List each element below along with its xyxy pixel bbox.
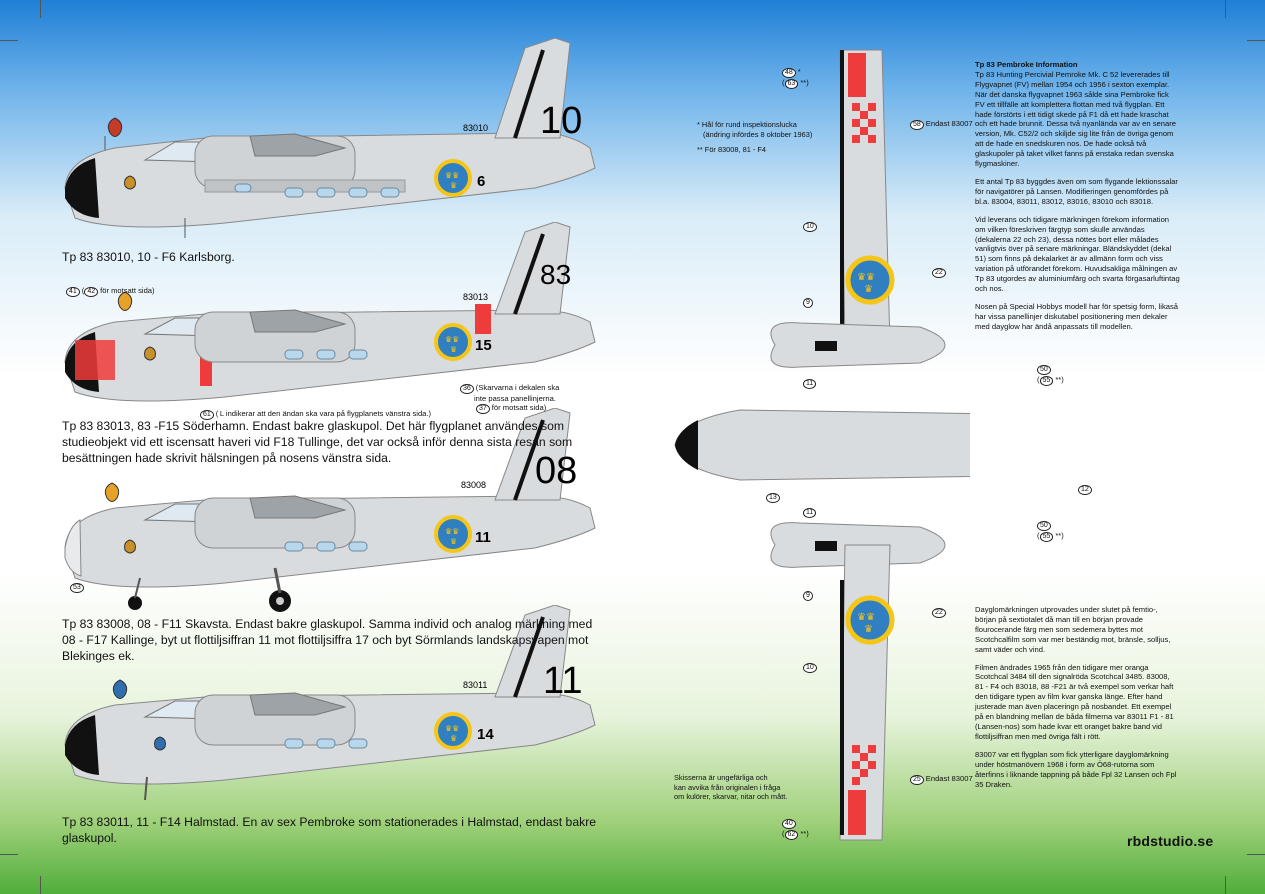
callout-36: 36(Skarvarna i dekalen ska inte passa pa… — [460, 383, 559, 404]
tv-label-12: 12 — [1078, 484, 1094, 495]
tv-label-22a: 22 — [932, 267, 948, 278]
svg-text:♛♛: ♛♛ — [445, 171, 459, 180]
tv-label-50-55: 50 (55**) — [1037, 365, 1064, 386]
caption-83010: Tp 83 83010, 10 - F6 Karlsborg. — [62, 250, 235, 264]
caption-83011: Tp 83 83011, 11 - F14 Halmstad. En av se… — [62, 815, 597, 845]
tail-number: 10 — [540, 100, 582, 142]
svg-text:♛: ♛ — [450, 537, 457, 546]
svg-text:♛♛: ♛♛ — [445, 335, 459, 344]
crop-mark — [40, 876, 41, 894]
svg-text:♛♛: ♛♛ — [445, 724, 459, 733]
svg-text:♛: ♛ — [450, 345, 457, 354]
tail-number: 83 — [540, 259, 571, 290]
info-paragraph: 83007 var ett flygplan som fick ytterlig… — [975, 749, 1177, 789]
tv-label-13: 13 — [766, 492, 782, 503]
top-view-aircraft: ♛♛ ♛ ♛♛ ♛ — [674, 49, 970, 841]
info-paragraph: Dayglomärkningen utprovades under slutet… — [975, 605, 1171, 654]
callout-61: 61( L indikerar att den ändan ska vara p… — [200, 409, 431, 420]
fuselage-number: 15 — [475, 337, 492, 354]
info-title: Tp 83 Pembroke Information — [975, 60, 1078, 69]
crop-mark — [1225, 0, 1226, 18]
info-paragraph: Nosen på Special Hobbys modell har för s… — [975, 301, 1179, 331]
crop-mark — [1225, 876, 1226, 894]
crop-mark — [0, 854, 18, 855]
svg-text:♛: ♛ — [450, 734, 457, 743]
info-paragraph: Filmen ändrades 1965 från den tidigare m… — [975, 662, 1174, 741]
side-view-aircraft-83011: ♛♛ ♛ 11 83011 14 — [64, 605, 596, 801]
info-paragraph: Tp 83 Hunting Percivial Pemroke Mk. C 52… — [975, 69, 1176, 169]
tv-label-40-62: 40 (62**) — [782, 819, 809, 840]
info-paragraph: Ett antal Tp 83 byggdes även om som flyg… — [975, 176, 1178, 206]
tv-label-9b: 9 — [803, 590, 815, 601]
note-inspection-hatch: * Hål för rund inspektionslucka (ändring… — [697, 120, 813, 155]
tv-label-10b: 10 — [803, 662, 819, 673]
serial-number: 83011 — [463, 680, 487, 690]
tv-label-9a: 9 — [803, 297, 815, 308]
side-view-aircraft-83008: ♛♛ ♛ 08 83008 11 — [64, 408, 596, 612]
tail-number: 08 — [535, 450, 577, 492]
tv-label-10a: 10 — [803, 221, 819, 232]
svg-text:♛♛: ♛♛ — [857, 272, 875, 283]
crop-mark — [0, 40, 18, 41]
tv-label-11a: 11 — [803, 378, 818, 389]
tv-label-22b: 22 — [932, 607, 948, 618]
tail-number: 11 — [543, 660, 582, 702]
svg-text:♛♛: ♛♛ — [857, 612, 875, 623]
caption-83008: Tp 83 83008, 08 - F11 Skavsta. Endast ba… — [62, 617, 593, 663]
crop-mark — [1247, 854, 1265, 855]
caption-83013: Tp 83 83013, 83 -F15 Söderhamn. Endast b… — [62, 419, 573, 465]
tv-label-50b-55b: 50 (55**) — [1037, 521, 1064, 542]
crop-mark — [40, 0, 41, 18]
info-text-lower: Dayglomärkningen utprovades under slutet… — [975, 605, 1180, 797]
crop-mark — [1247, 40, 1265, 41]
fuselage-number: 6 — [477, 173, 485, 190]
tv-label-11b: 11 — [803, 507, 818, 518]
side-view-aircraft-83010: ♛♛ ♛ 10 83010 6 — [64, 38, 596, 238]
side-view-aircraft-83013: ♛♛ ♛ 83 83013 15 — [64, 222, 596, 402]
fuselage-number: 14 — [477, 726, 494, 743]
serial-number: 83010 — [463, 123, 488, 133]
svg-text:♛: ♛ — [864, 624, 873, 635]
serial-number: 83008 — [461, 480, 486, 490]
serial-number: 83013 — [463, 292, 488, 302]
svg-text:♛♛: ♛♛ — [445, 527, 459, 536]
brand-logo-text: rbdstudio.se — [1127, 833, 1214, 849]
fuselage-number: 11 — [475, 529, 491, 546]
tv-label-48-63: 48* (63**) — [782, 67, 809, 89]
svg-text:♛: ♛ — [450, 181, 457, 190]
svg-text:♛: ♛ — [864, 284, 873, 295]
note-sketch-disclaimer: Skisserna är ungefärliga och kan avvika … — [674, 773, 788, 802]
info-paragraph: Vid leverans och tidigare märkningen för… — [975, 214, 1180, 294]
callout-53: 53 — [70, 582, 86, 593]
